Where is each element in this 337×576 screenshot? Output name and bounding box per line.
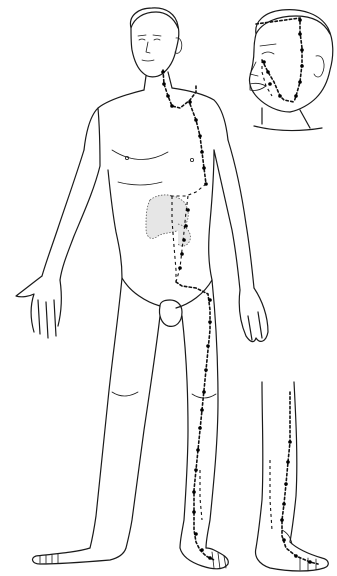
point [161,70,165,74]
inset-leg-point [282,538,286,542]
chest-line [112,150,168,160]
point [186,208,190,212]
inset-leg-point [284,482,288,486]
toes-right [212,552,226,569]
inset-point [266,70,270,74]
inset-brow [260,44,276,46]
point [178,266,182,270]
point [208,556,212,560]
hair [131,12,178,28]
inset-leg-route-hidden [270,460,272,530]
hand-left [16,276,61,338]
knee-left [112,392,138,396]
inset-mouth [250,83,266,90]
inset-point [278,94,282,98]
inset-point [262,60,266,64]
point [182,238,186,242]
pelvis [122,278,212,308]
inset-toes [300,558,316,571]
point [202,166,206,170]
inset-point [268,82,272,86]
inset-point [298,18,302,22]
leg-inset [256,382,329,571]
inset-hair [256,16,330,34]
inset-leg-route [282,392,318,564]
nose [146,42,150,53]
meridian-route-body [163,70,214,560]
neck [144,72,172,90]
inset-eye [262,52,274,54]
point [200,408,204,412]
arm-left [42,108,100,280]
inset-route [256,18,302,102]
leg-right [180,280,218,548]
mouth [142,60,154,61]
point [192,490,196,494]
point [198,134,202,138]
point [196,448,200,452]
point [208,298,212,302]
foot-left [33,548,126,564]
inset-point [298,32,302,36]
inset-ear [314,56,324,77]
nipple-right [190,158,193,161]
genitals [159,300,182,326]
inset-leg-point [288,440,292,444]
eyebrow-left [138,35,146,36]
point [204,182,208,186]
point [166,94,170,98]
hand-right [239,288,268,342]
inset-route-hidden [262,60,272,96]
body-figure [16,8,268,569]
inset-leg-point [308,560,312,564]
inset-point [294,94,298,98]
route-leg-branch [200,470,202,520]
inset-leg-point [294,554,298,558]
route-leg [176,282,214,560]
point [202,390,206,394]
inset-leg-point [282,502,286,506]
point [184,224,188,228]
inset-point [300,48,304,52]
inset-point [298,80,302,84]
point [200,150,204,154]
inset-point [300,64,304,68]
inset-leg-point [280,518,284,522]
point [198,426,202,430]
point [192,510,196,514]
eye-left [139,39,145,40]
eyebrow-right [153,35,161,36]
route-chest [190,104,206,184]
point [206,344,210,348]
leg-left [90,278,160,548]
point [208,320,212,324]
point [180,252,184,256]
point [194,468,198,472]
arm-right [214,140,254,290]
head-inset [249,10,332,131]
point [188,100,192,104]
point [204,368,208,372]
foot-right [180,548,228,569]
inset-foot [256,542,329,571]
point [194,118,198,122]
inset-leg-point [286,460,290,464]
point [194,532,198,536]
point [170,104,174,108]
point [162,82,166,86]
eye-right [154,39,160,40]
point [200,548,204,552]
